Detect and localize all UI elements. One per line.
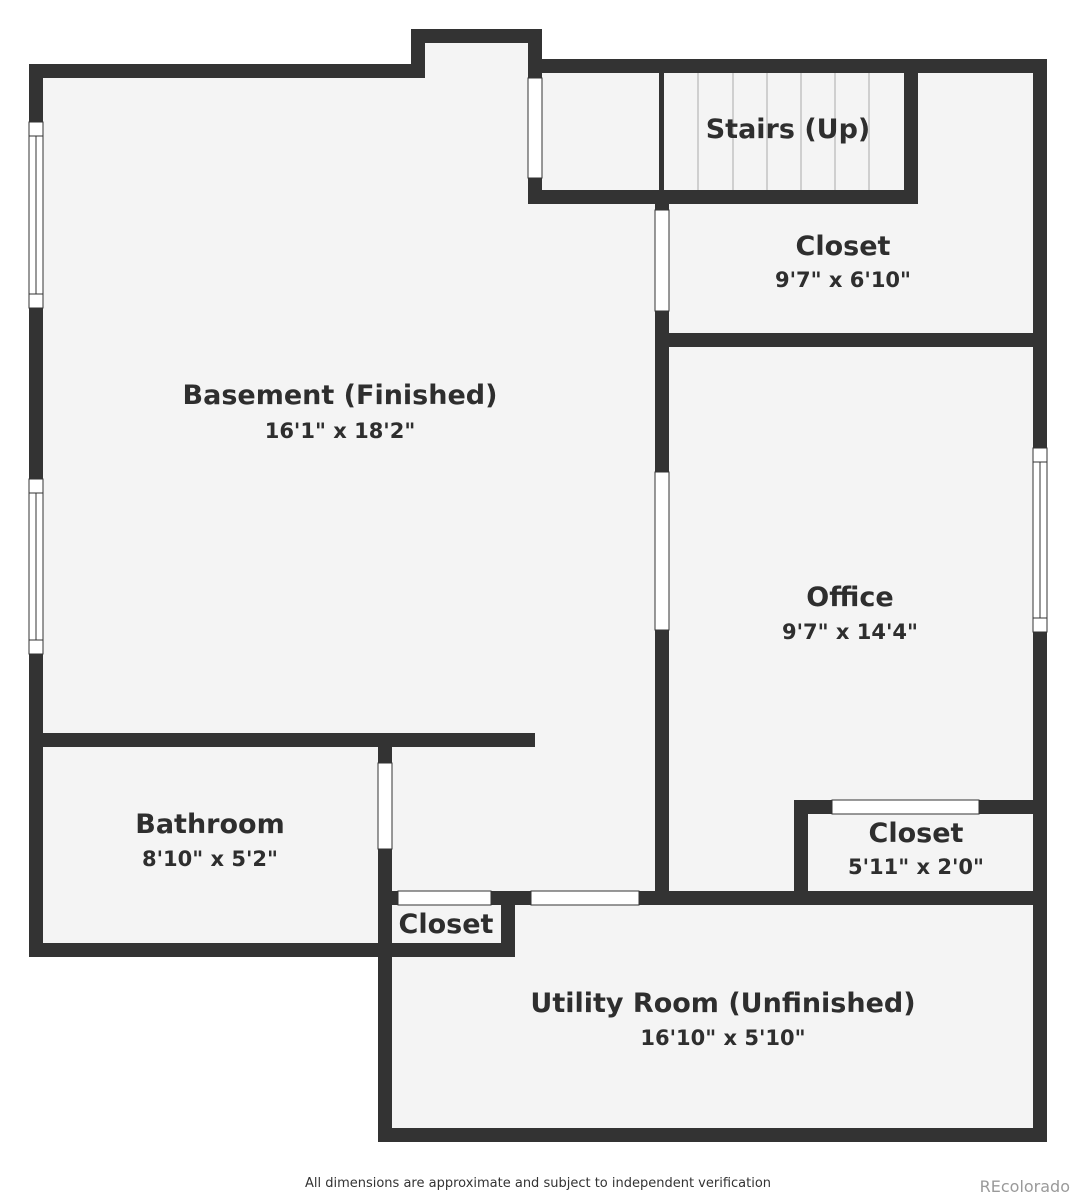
utility-dims: 16'10" x 5'10": [640, 1026, 805, 1050]
watermark-logo: REcolorado: [979, 1177, 1070, 1196]
stairs-name: Stairs (Up): [706, 114, 871, 145]
bathroom-dims: 8'10" x 5'2": [142, 847, 278, 871]
closet-office-dims: 5'11" x 2'0": [848, 855, 984, 879]
closet-office-name: Closet: [869, 818, 964, 849]
stair-treads: [697, 73, 870, 190]
door-openings: [377, 77, 980, 906]
floor-main: [36, 36, 1040, 950]
disclaimer-text: All dimensions are approximate and subje…: [304, 1176, 772, 1191]
utility-name: Utility Room (Unfinished): [530, 988, 915, 1019]
basement-dims: 16'1" x 18'2": [265, 419, 416, 443]
office-dims: 9'7" x 14'4": [782, 620, 918, 644]
floors: [36, 36, 1040, 1135]
room-labels: Basement (Finished) 16'1" x 18'2" Stairs…: [135, 114, 984, 1050]
office-name: Office: [806, 582, 893, 613]
basement-name: Basement (Finished): [183, 380, 498, 411]
closet-top-dims: 9'7" x 6'10": [775, 268, 911, 292]
windows: [28, 121, 1048, 655]
closet-small-name: Closet: [399, 909, 494, 940]
closet-top-name: Closet: [796, 231, 891, 262]
floor-utility: [385, 898, 1040, 1135]
bathroom-name: Bathroom: [135, 809, 284, 840]
